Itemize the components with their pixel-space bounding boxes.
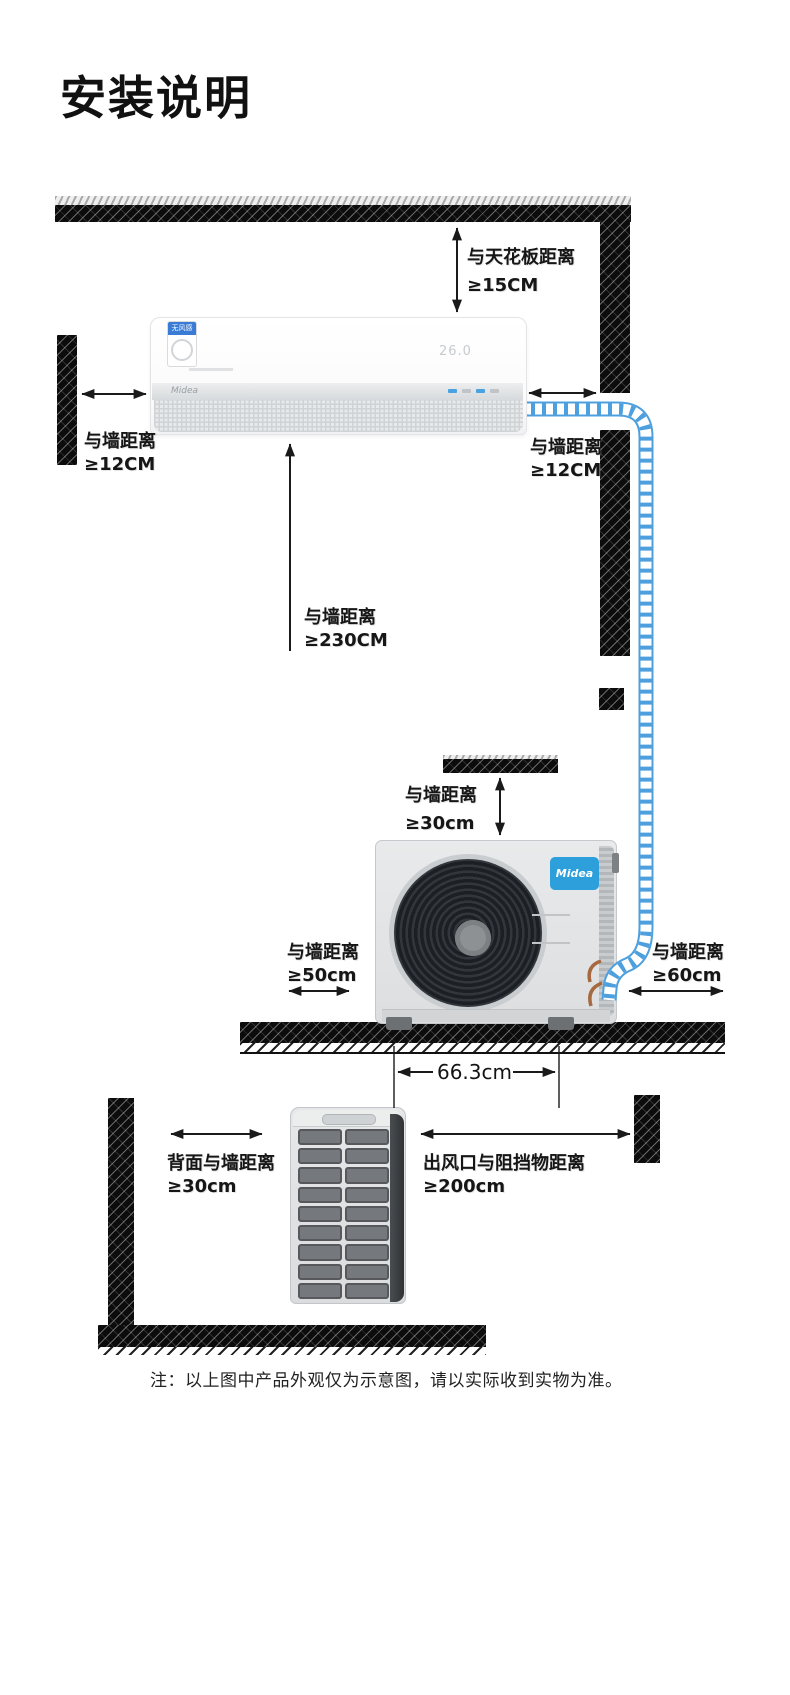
badge-circle-icon xyxy=(171,339,193,361)
indicator-blue-icon xyxy=(476,389,485,393)
outdoor-top-distance-label: 与墙距离 ≥30cm xyxy=(405,785,477,834)
outdoor-fan-grille xyxy=(389,854,547,1012)
bottom-floor-hatch xyxy=(98,1347,486,1355)
right-wall-stub xyxy=(599,688,624,710)
indicator-blue-icon xyxy=(448,389,457,393)
left-wall-distance-label: 与墙距离 ≥12CM xyxy=(84,431,156,475)
page-title: 安装说明 xyxy=(60,71,252,125)
floor-distance-label: 与墙距离 ≥230CM xyxy=(304,607,388,651)
midea-logo: Midea xyxy=(550,857,599,890)
indicator-gray-icon xyxy=(490,389,499,393)
outdoor-foot xyxy=(386,1017,412,1030)
ceiling-wall xyxy=(55,205,631,222)
outdoor-right-distance-label: 与墙距离 ≥60cm xyxy=(652,942,724,986)
outdoor-fan-hub xyxy=(455,920,491,956)
outlet-distance-label: 出风口与阻挡物距离 ≥200cm xyxy=(423,1153,585,1197)
outdoor-panel-line xyxy=(532,914,570,916)
right-wall-distance-label: 与墙距离 ≥12CM xyxy=(530,437,602,481)
outdoor-panel-line xyxy=(532,942,570,944)
right-wall-lower xyxy=(600,430,630,656)
outdoor-foot xyxy=(548,1017,574,1030)
right-wall-upper xyxy=(600,205,630,393)
side-unit-coil-grid xyxy=(298,1129,389,1299)
side-unit-top-cap xyxy=(293,1110,401,1127)
outdoor-unit-side-view xyxy=(290,1107,406,1304)
indoor-unit-temp-display: 26.0 xyxy=(439,344,472,359)
outdoor-base xyxy=(382,1009,610,1022)
side-unit-handle xyxy=(322,1114,376,1125)
indicator-gray-icon xyxy=(462,389,471,393)
outdoor-pipe-cover xyxy=(612,853,619,873)
bottom-right-wall xyxy=(634,1095,660,1163)
outdoor-ground xyxy=(240,1022,725,1043)
indoor-unit: 无风感 26.0 Midea xyxy=(150,317,527,435)
outdoor-unit-front: Midea xyxy=(375,840,619,1030)
back-distance-label: 背面与墙距离 ≥30cm xyxy=(167,1153,275,1197)
outdoor-ground-hatch xyxy=(240,1043,725,1054)
badge-label: 无风感 xyxy=(168,322,196,335)
outdoor-top-wall xyxy=(443,759,558,773)
note-text: 注：以上图中产品外观仅为示意图，请以实际收到实物为准。 xyxy=(150,1371,623,1391)
ceiling-distance-label: 与天花板距离 ≥15CM xyxy=(467,247,575,296)
side-unit-fan-side xyxy=(390,1114,404,1302)
indoor-unit-indicator-icons xyxy=(448,389,499,393)
indoor-unit-badge: 无风感 xyxy=(167,321,197,367)
bottom-floor xyxy=(98,1325,486,1347)
width-dimension-label: 66.3cm xyxy=(436,1060,512,1084)
indoor-unit-grille xyxy=(154,400,523,432)
indoor-unit-model-mark xyxy=(189,368,233,371)
indoor-unit-front-strip: Midea xyxy=(152,383,523,400)
outdoor-left-distance-label: 与墙距离 ≥50cm xyxy=(287,942,359,986)
indoor-unit-brand-logo: Midea xyxy=(171,386,199,396)
bottom-left-wall xyxy=(108,1098,134,1347)
ceiling-hatch-edge xyxy=(55,196,631,205)
left-wall xyxy=(57,335,77,465)
